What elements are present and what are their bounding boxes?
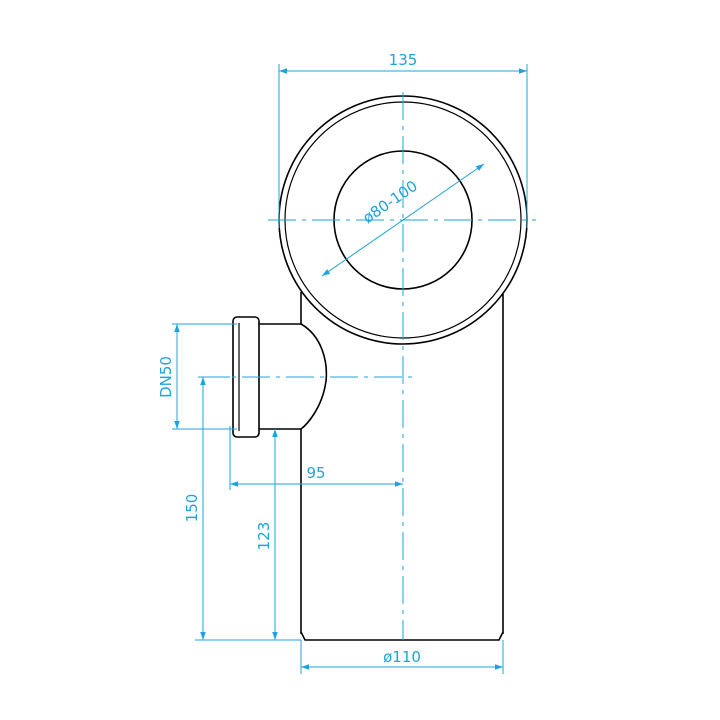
part-outline bbox=[232, 95, 528, 641]
branch-dome bbox=[300, 323, 328, 430]
dim-135-label: 135 bbox=[389, 51, 418, 69]
dim-dn50-label: DN50 bbox=[157, 356, 175, 398]
dim-inlet-diameter-line bbox=[321, 163, 485, 277]
dim-inlet-diameter-label: ø80-100 bbox=[359, 177, 420, 227]
dim-95-label: 95 bbox=[306, 464, 325, 482]
dimensions: 135 ø80-100 DN50 95 150 123 ø110 bbox=[157, 51, 528, 674]
dim-150-label: 150 bbox=[183, 494, 201, 523]
pipe-bottom-end bbox=[300, 631, 504, 641]
dim-123-label: 123 bbox=[255, 522, 273, 551]
dim-110-label: ø110 bbox=[383, 648, 421, 666]
center-lines bbox=[198, 92, 536, 640]
